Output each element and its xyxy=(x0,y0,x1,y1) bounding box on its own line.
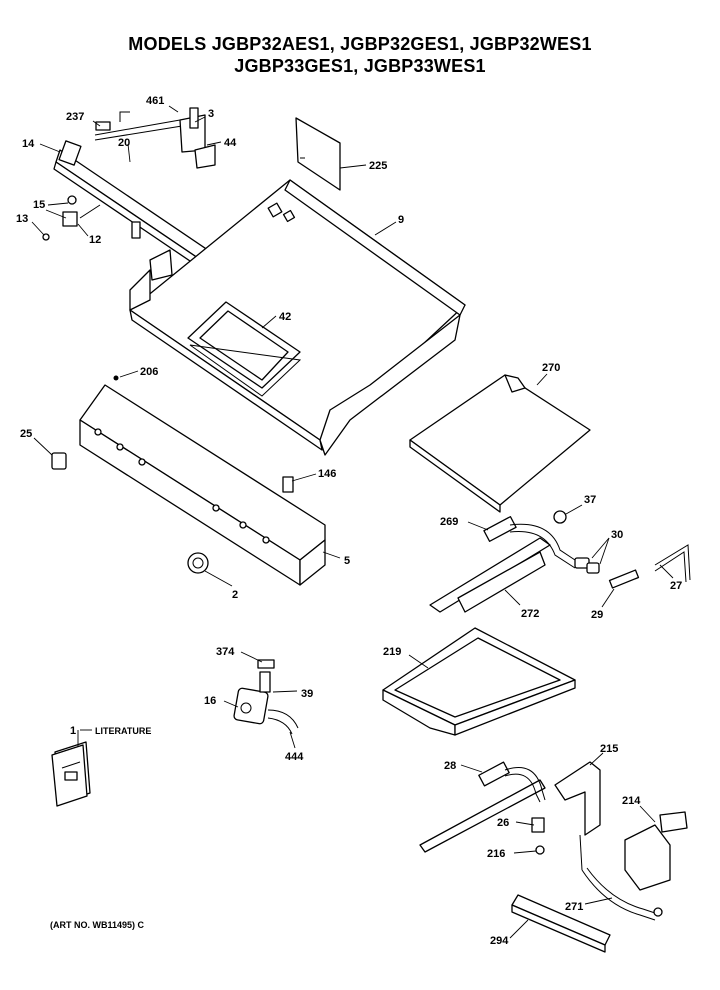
diagram-title-line-1: MODELS JGBP32AES1, JGBP32GES1, JGBP32WES… xyxy=(128,34,592,54)
label-42: 42 xyxy=(279,311,291,323)
part-2-knob xyxy=(187,552,209,574)
label-12: 12 xyxy=(89,234,101,246)
label-29: 29 xyxy=(591,609,603,621)
label-215: 215 xyxy=(600,743,618,755)
leader-lines xyxy=(31,105,674,939)
art-number: (ART NO. WB11495) C xyxy=(50,920,145,930)
literature-number: 1 xyxy=(70,725,76,737)
label-216: 216 xyxy=(487,848,505,860)
label-374: 374 xyxy=(216,646,235,658)
literature-booklet xyxy=(51,741,91,807)
label-9: 9 xyxy=(398,214,404,226)
literature-label: LITERATURE xyxy=(95,726,151,736)
label-37: 37 xyxy=(584,494,596,506)
label-272: 272 xyxy=(521,608,539,620)
label-444: 444 xyxy=(285,751,304,763)
part-42-frame xyxy=(187,301,302,397)
part-16-valve xyxy=(233,659,299,735)
label-14: 14 xyxy=(22,138,35,150)
part-294-bracket xyxy=(511,894,611,946)
label-225: 225 xyxy=(369,160,387,172)
label-206: 206 xyxy=(140,366,158,378)
diagram-title-line-2: JGBP33GES1, JGBP33WES1 xyxy=(234,56,486,76)
part-270-shield xyxy=(409,374,591,513)
label-461: 461 xyxy=(146,95,164,107)
label-44: 44 xyxy=(224,137,237,149)
label-214: 214 xyxy=(622,795,641,807)
label-16: 16 xyxy=(204,695,216,707)
label-13: 13 xyxy=(16,213,28,225)
part-labels: 237 461 3 44 14 20 15 13 12 225 9 42 206… xyxy=(16,95,682,947)
part-146-clip xyxy=(282,476,294,493)
label-27: 27 xyxy=(670,580,682,592)
label-5: 5 xyxy=(344,555,350,567)
label-237: 237 xyxy=(66,111,84,123)
part-9-burner-box xyxy=(129,179,466,456)
broil-burner-assembly xyxy=(429,510,691,613)
part-5-front-panel xyxy=(79,384,326,586)
label-20: 20 xyxy=(118,137,130,149)
part-206-screw xyxy=(113,375,119,381)
part-219-pan xyxy=(382,627,576,736)
label-3: 3 xyxy=(208,108,214,120)
label-30: 30 xyxy=(611,529,623,541)
label-28: 28 xyxy=(444,760,456,772)
part-25-clip xyxy=(51,452,67,470)
label-15: 15 xyxy=(33,199,45,211)
label-2: 2 xyxy=(232,589,238,601)
manifold-assembly xyxy=(42,107,231,285)
label-269: 269 xyxy=(440,516,458,528)
label-25: 25 xyxy=(20,428,32,440)
label-39: 39 xyxy=(301,688,313,700)
label-270: 270 xyxy=(542,362,560,374)
part-225-plate xyxy=(295,117,341,191)
part-214-ignitor xyxy=(624,811,688,891)
bake-burner-assembly xyxy=(419,761,663,921)
label-294: 294 xyxy=(490,935,509,947)
label-26: 26 xyxy=(497,817,509,829)
label-146: 146 xyxy=(318,468,336,480)
label-219: 219 xyxy=(383,646,401,658)
label-271: 271 xyxy=(565,901,583,913)
